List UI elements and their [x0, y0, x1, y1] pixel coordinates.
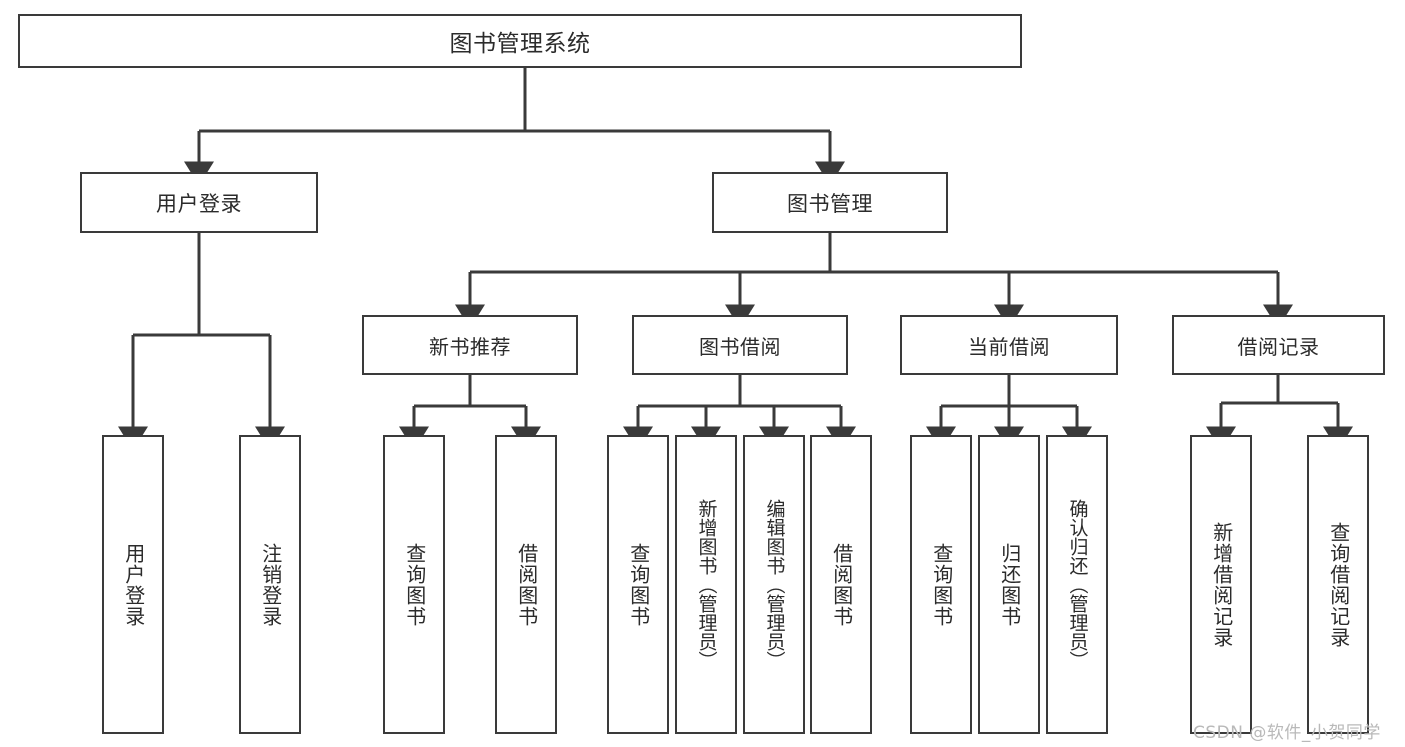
leaf-query-borrow-record[interactable]: 查询借阅记录 — [1307, 435, 1369, 734]
node-borrowing-record[interactable]: 借阅记录 — [1172, 315, 1385, 375]
leaf-query-book-current[interactable]: 查询图书 — [910, 435, 972, 734]
node-new-book-recommendation[interactable]: 新书推荐 — [362, 315, 578, 375]
node-root-book-management-system[interactable]: 图书管理系统 — [18, 14, 1022, 68]
node-user-login[interactable]: 用户登录 — [80, 172, 318, 233]
leaf-user-login[interactable]: 用户登录 — [102, 435, 164, 734]
leaf-query-book-borrowing[interactable]: 查询图书 — [607, 435, 669, 734]
leaf-add-borrow-record[interactable]: 新增借阅记录 — [1190, 435, 1252, 734]
node-book-management[interactable]: 图书管理 — [712, 172, 948, 233]
node-book-borrowing[interactable]: 图书借阅 — [632, 315, 848, 375]
leaf-return-book[interactable]: 归还图书 — [978, 435, 1040, 734]
leaf-edit-book-admin[interactable]: 编辑图书（管理员） — [743, 435, 805, 734]
leaf-borrow-book-recommendation[interactable]: 借阅图书 — [495, 435, 557, 734]
csdn-watermark: CSDN @软件_小贺同学 — [1193, 723, 1381, 743]
leaf-add-book-admin[interactable]: 新增图书（管理员） — [675, 435, 737, 734]
leaf-query-book-recommendation[interactable]: 查询图书 — [383, 435, 445, 734]
leaf-confirm-return-admin[interactable]: 确认归还（管理员） — [1046, 435, 1108, 734]
leaf-logout[interactable]: 注销登录 — [239, 435, 301, 734]
node-current-borrowing[interactable]: 当前借阅 — [900, 315, 1118, 375]
leaf-borrow-book-borrowing[interactable]: 借阅图书 — [810, 435, 872, 734]
